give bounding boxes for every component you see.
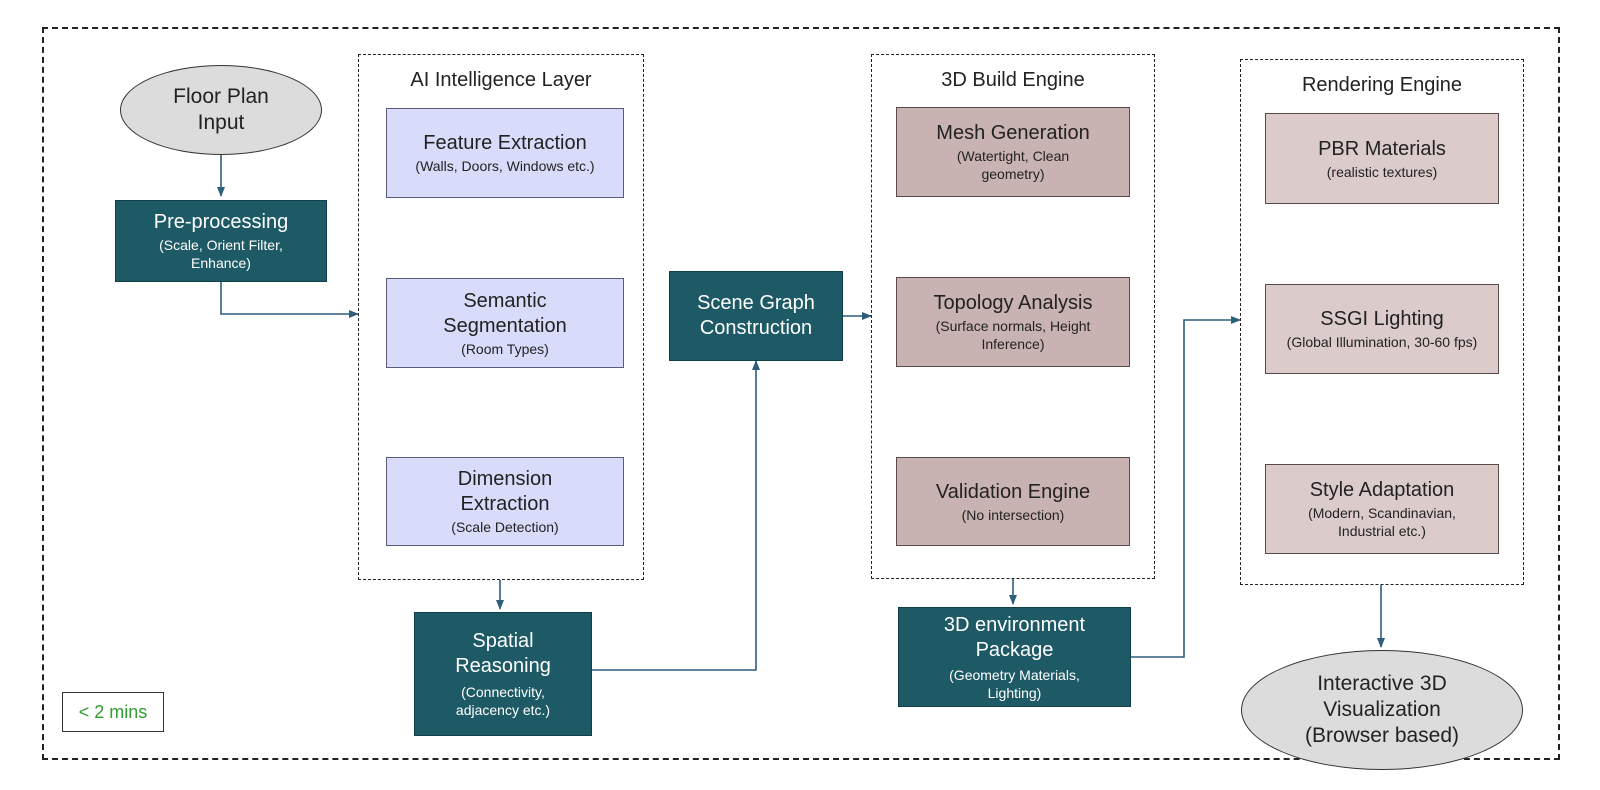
- node-3d-environment-package: 3D environment Package (Geometry Materia…: [898, 607, 1131, 707]
- group-title-ai-layer: AI Intelligence Layer: [410, 69, 592, 91]
- edge-env-package-to-rendering-engine: [1131, 316, 1241, 658]
- time-badge: < 2 mins: [62, 692, 164, 732]
- node-feature-extraction: Feature Extraction (Walls, Doors, Window…: [386, 108, 624, 198]
- group-ai-intelligence-layer: AI Intelligence Layer: [358, 54, 644, 580]
- node-spatial-reasoning: Spatial Reasoning (Connectivity, adjacen…: [414, 612, 592, 736]
- node-dimension-extraction: Dimension Extraction (Scale Detection): [386, 457, 624, 546]
- node-validation-engine: Validation Engine (No intersection): [896, 457, 1130, 546]
- edge-preprocessing-to-ai-layer: [220, 280, 359, 318]
- group-title-build-engine: 3D Build Engine: [941, 69, 1085, 91]
- node-pbr-materials: PBR Materials (realistic textures): [1265, 113, 1499, 204]
- edge-spatial-reasoning-to-scene-graph: [592, 360, 760, 671]
- node-topology-analysis: Topology Analysis (Surface normals, Heig…: [896, 277, 1130, 367]
- node-interactive-3d-visualization: Interactive 3D Visualization (Browser ba…: [1241, 650, 1523, 770]
- group-rendering-engine: Rendering Engine: [1240, 59, 1524, 585]
- node-mesh-generation: Mesh Generation (Watertight, Clean geome…: [896, 107, 1130, 197]
- node-semantic-segmentation: Semantic Segmentation (Room Types): [386, 278, 624, 368]
- group-3d-build-engine: 3D Build Engine: [871, 54, 1155, 579]
- node-scene-graph-construction: Scene Graph Construction: [669, 271, 843, 361]
- outer-boundary: [42, 27, 1560, 760]
- node-pre-processing: Pre-processing (Scale, Orient Filter, En…: [115, 200, 327, 282]
- node-ssgi-lighting: SSGI Lighting (Global Illumination, 30-6…: [1265, 284, 1499, 374]
- group-title-rendering-engine: Rendering Engine: [1301, 74, 1463, 96]
- node-style-adaptation: Style Adaptation (Modern, Scandinavian, …: [1265, 464, 1499, 554]
- node-floor-plan-input: Floor Plan Input: [120, 65, 322, 155]
